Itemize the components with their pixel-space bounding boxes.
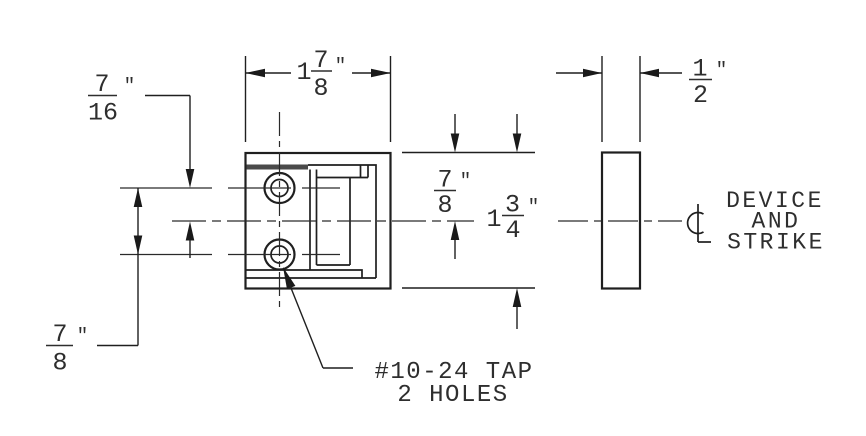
- centerline-label-line1: DEVICE: [726, 188, 824, 214]
- arrowhead-left: [245, 68, 265, 78]
- tap-note-line1: #10-24 TAP: [374, 359, 533, 386]
- leader-line: [288, 282, 324, 369]
- arrowhead-down: [185, 169, 195, 188]
- dim-thickness: 1 2 ": [556, 55, 728, 142]
- arrowhead-right: [371, 68, 391, 78]
- dim-top-width-unit: ": [335, 55, 347, 77]
- dim-hole-offset-denominator: 16: [88, 99, 118, 128]
- dim-top-width-denominator: 8: [313, 74, 328, 103]
- dim-top-width-numerator: 7: [313, 46, 328, 75]
- dim-hole-offset-numerator: 7: [94, 70, 109, 99]
- dim-hole-spacing-numerator: 7: [52, 320, 67, 349]
- dim-overall-height-denominator: 4: [505, 216, 520, 245]
- centerlines: [120, 112, 682, 307]
- arrowhead-up: [133, 188, 143, 207]
- dim-overall-height-numerator: 3: [505, 191, 520, 220]
- centerline-label-line3: STRIKE: [727, 230, 825, 256]
- arrowhead-up: [512, 288, 522, 307]
- dim-strike-offset-and-height: 7 8 " 1 3 4 ": [402, 114, 540, 329]
- arrowhead-left: [640, 68, 659, 78]
- dim-thickness-unit: ": [716, 59, 728, 81]
- dim-thickness-numerator: 1: [692, 55, 707, 84]
- tap-note-line2: 2 HOLES: [397, 382, 508, 409]
- side-view: [600, 151, 642, 290]
- dim-overall-height-whole: 1: [486, 205, 501, 234]
- dim-hole-offset-unit: ": [124, 75, 136, 97]
- side-view-outline: [600, 151, 642, 290]
- dim-strike-offset-numerator: 7: [437, 166, 452, 195]
- dim-hole-spacing-unit: ": [77, 325, 89, 347]
- arrowhead-right: [583, 68, 602, 78]
- dim-strike-offset-denominator: 8: [437, 191, 452, 220]
- arrowhead-down: [450, 133, 460, 153]
- dim-thickness-denominator: 2: [693, 81, 708, 110]
- arrowhead-up: [185, 221, 195, 241]
- dim-top-width: 1 7 8 ": [244, 46, 392, 142]
- mounting-plate-thick-edge: [246, 164, 308, 170]
- arrowhead-down: [133, 235, 143, 255]
- centerline-symbol-icon: [686, 211, 704, 235]
- centerline-callout: DEVICE AND STRIKE: [686, 188, 825, 256]
- arrowhead-down: [512, 133, 522, 153]
- tap-note-callout: #10-24 TAP 2 HOLES: [283, 267, 533, 409]
- dim-hole-spacing: 7 8 ": [46, 188, 143, 378]
- arrowhead-leader: [283, 267, 296, 290]
- arrowhead-up: [450, 221, 460, 240]
- dim-overall-height-unit: ": [528, 196, 540, 218]
- dim-hole-offset: 7 16 ": [88, 70, 195, 258]
- dim-top-width-whole: 1: [296, 58, 311, 87]
- dim-strike-offset-unit: ": [460, 170, 472, 192]
- centerline-label-line2: AND: [752, 209, 801, 235]
- dim-hole-spacing-denominator: 8: [52, 349, 67, 378]
